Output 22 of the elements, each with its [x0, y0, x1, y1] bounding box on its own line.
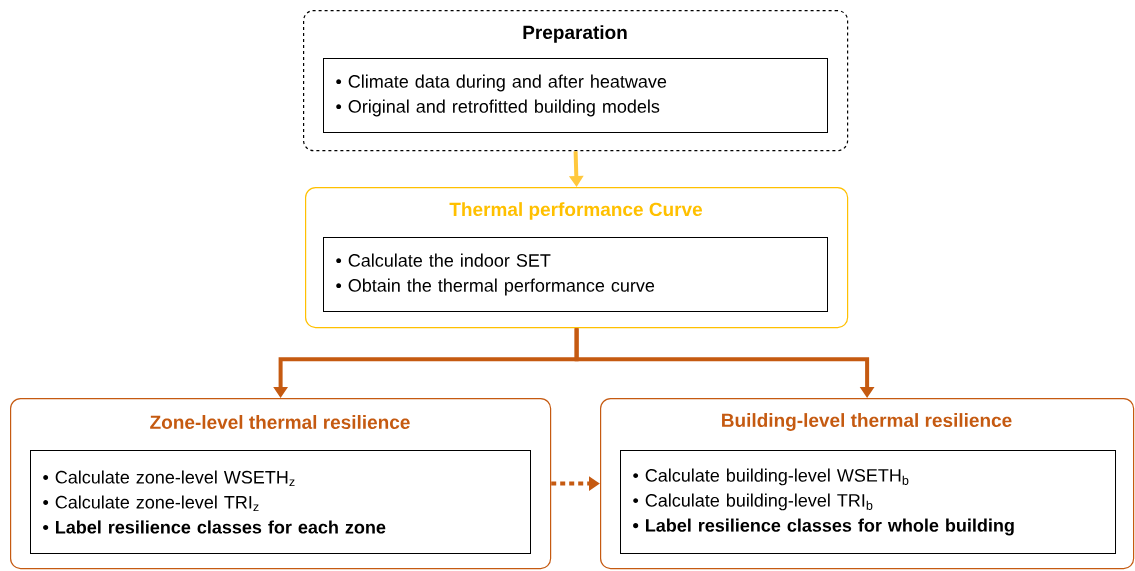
stage-heading: Preparation [523, 25, 627, 43]
list-item: • Calculate the indoor SET [336, 253, 551, 267]
list-item: • Label resilience classes for whole building [633, 518, 1014, 536]
list-item: • Original and retrofitted building models [336, 99, 660, 117]
stage-box [303, 10, 849, 152]
list-item: • Calculate zone-level TRI$_{z}$ [43, 495, 259, 512]
list-item: • Climate data during and after heatwave [336, 74, 667, 92]
list-item: • Calculate zone-level WSETH$_{z}$ [43, 470, 295, 487]
list-box [620, 450, 1116, 554]
stage-heading: Building-level thermal resilience [722, 413, 1012, 431]
list-item: • Obtain the thermal performance curve [336, 278, 655, 296]
stage-box [305, 187, 849, 329]
list-item: • Label resilience classes for each zone [43, 520, 386, 534]
stage-box [600, 398, 1135, 570]
list-box [323, 237, 828, 312]
list-box [323, 58, 828, 133]
list-box [30, 450, 531, 554]
stage-heading: Thermal performance Curve [449, 202, 703, 220]
stage-box [10, 398, 552, 570]
stage-heading: Zone-level thermal resilience [150, 415, 410, 429]
list-item: • Calculate building-level TRI$_{b}$ [633, 493, 873, 511]
list-item: • Calculate building-level WSETH$_{b}$ [633, 468, 909, 486]
